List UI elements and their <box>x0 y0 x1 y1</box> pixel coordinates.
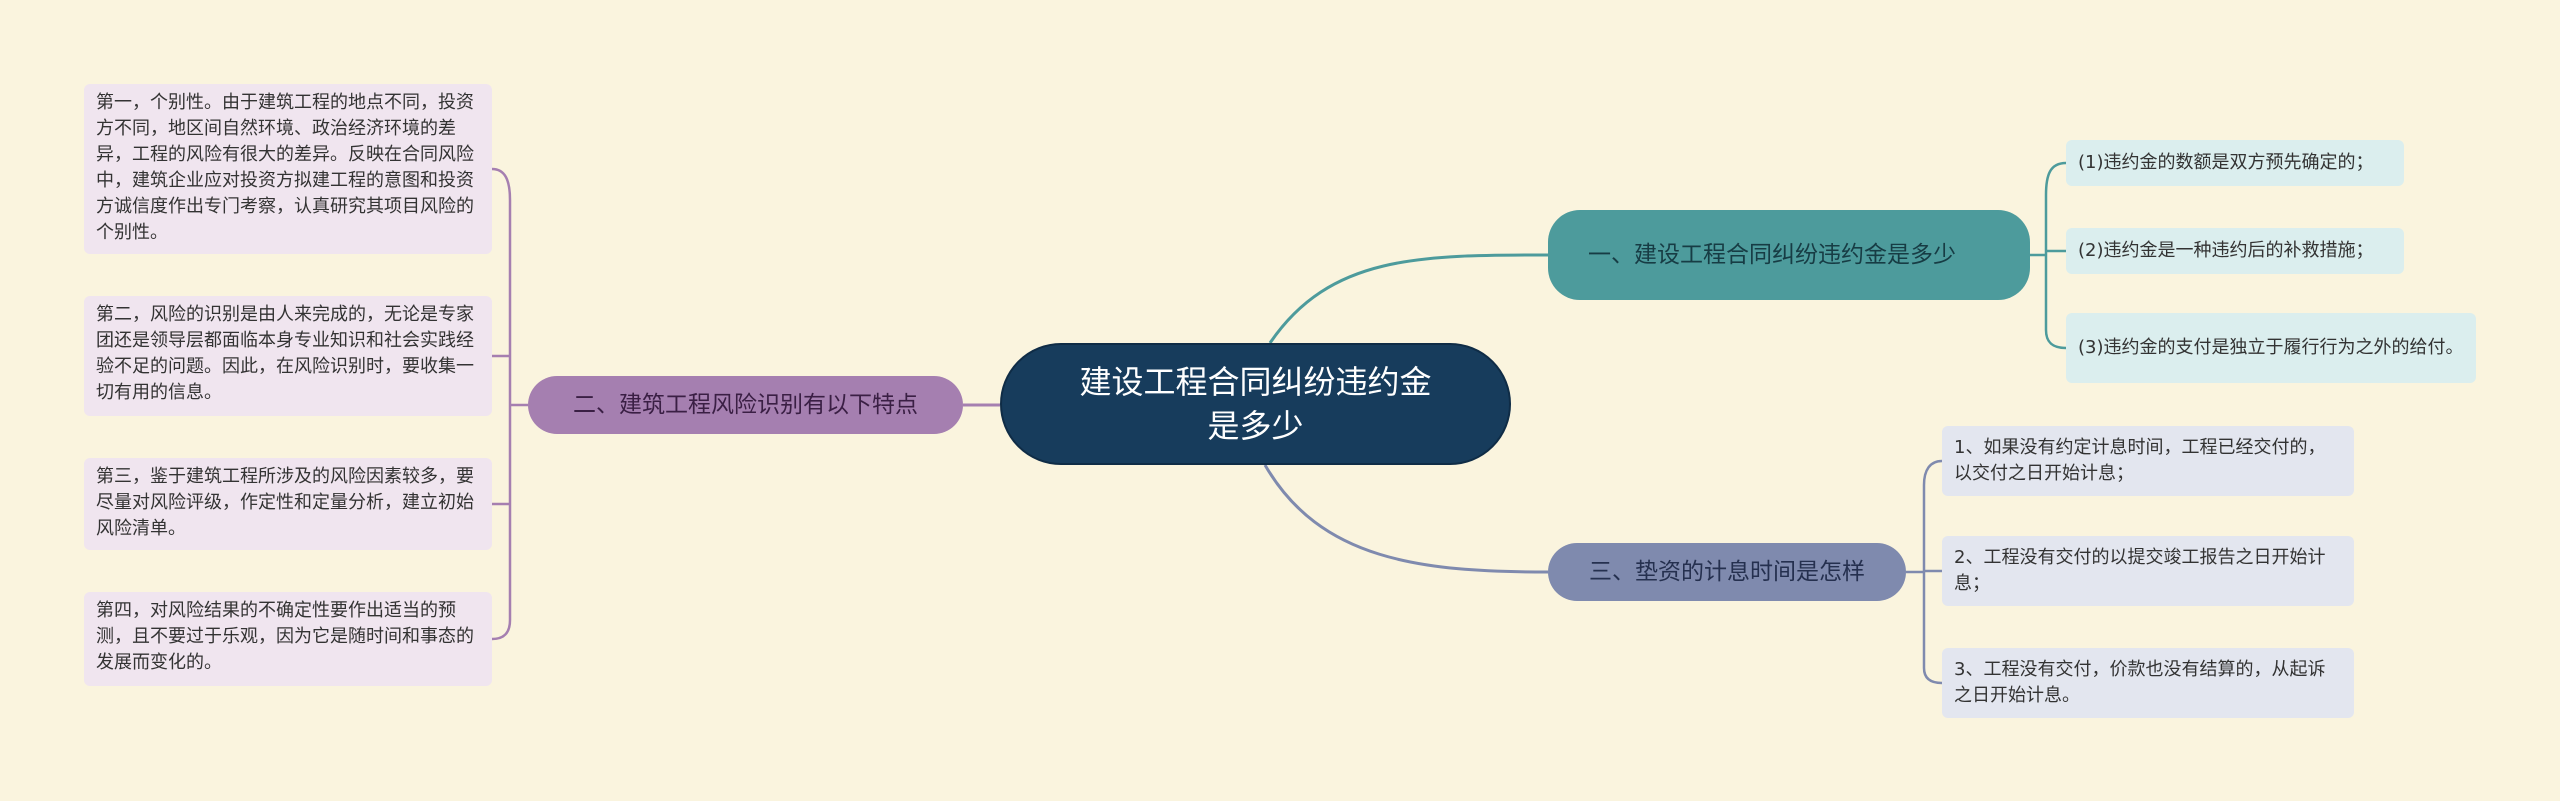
subtopic-text: (3)违约金的支付是独立于履行行为之外的给付。 <box>2078 337 2464 358</box>
root-topic-label: 建设工程合同纠纷违约金是多少 <box>1079 363 1432 445</box>
subtopic-card[interactable]: 第四，对风险结果的不确定性要作出适当的预测，且不要过于乐观，因为它是随时间和事态… <box>84 592 492 686</box>
subtopic-card[interactable]: 1、如果没有约定计息时间，工程已经交付的，以交付之日开始计息； <box>1942 426 2354 496</box>
connector-branch1-children <box>2030 161 2067 350</box>
subtopic-card[interactable]: (1)违约金的数额是双方预先确定的； <box>2066 140 2404 186</box>
subtopic-card[interactable]: 第一，个别性。由于建筑工程的地点不同，投资方不同，地区间自然环境、政治经济环境的… <box>84 84 492 254</box>
subtopic-text: 1、如果没有约定计息时间，工程已经交付的，以交付之日开始计息； <box>1954 437 2326 484</box>
connector-branch2-children <box>491 167 528 641</box>
branch-topic-interest-timing[interactable]: 三、垫资的计息时间是怎样 <box>1548 543 1906 601</box>
branch-topic-liquidated-damages[interactable]: 一、建设工程合同纠纷违约金是多少 <box>1548 210 2030 300</box>
subtopic-text: (2)违约金是一种违约后的补救措施； <box>2078 240 2374 261</box>
connector-branch3-children <box>1906 459 1943 685</box>
branch-topic-label: 二、建筑工程风险识别有以下特点 <box>573 392 918 418</box>
subtopic-card[interactable]: 3、工程没有交付，价款也没有结算的，从起诉之日开始计息。 <box>1942 648 2354 718</box>
subtopic-card[interactable]: 第三，鉴于建筑工程所涉及的风险因素较多，要尽量对风险评级，作定性和定量分析，建立… <box>84 458 492 550</box>
subtopic-text: 第一，个别性。由于建筑工程的地点不同，投资方不同，地区间自然环境、政治经济环境的… <box>96 92 474 243</box>
subtopic-text: 3、工程没有交付，价款也没有结算的，从起诉之日开始计息。 <box>1954 659 2326 706</box>
subtopic-text: 第三，鉴于建筑工程所涉及的风险因素较多，要尽量对风险评级，作定性和定量分析，建立… <box>96 466 474 539</box>
connector-root-branch3 <box>1263 464 1549 574</box>
subtopic-text: 2、工程没有交付的以提交竣工报告之日开始计息； <box>1954 547 2326 594</box>
subtopic-text: 第二，风险的识别是由人来完成的，无论是专家团还是领导层都面临本身专业知识和社会实… <box>96 304 474 403</box>
subtopic-text: 第四，对风险结果的不确定性要作出适当的预测，且不要过于乐观，因为它是随时间和事态… <box>96 600 474 673</box>
connector-root-branch1 <box>1268 253 1549 344</box>
subtopic-card[interactable]: (2)违约金是一种违约后的补救措施； <box>2066 228 2404 274</box>
subtopic-card[interactable]: 2、工程没有交付的以提交竣工报告之日开始计息； <box>1942 536 2354 606</box>
subtopic-text: (1)违约金的数额是双方预先确定的； <box>2078 152 2374 173</box>
branch-topic-label: 三、垫资的计息时间是怎样 <box>1589 559 1865 585</box>
root-topic[interactable]: 建设工程合同纠纷违约金是多少 <box>1000 343 1511 465</box>
branch-topic-label: 一、建设工程合同纠纷违约金是多少 <box>1588 242 1956 268</box>
branch-topic-risk-identification[interactable]: 二、建筑工程风险识别有以下特点 <box>528 376 963 434</box>
subtopic-card[interactable]: (3)违约金的支付是独立于履行行为之外的给付。 <box>2066 313 2476 383</box>
subtopic-card[interactable]: 第二，风险的识别是由人来完成的，无论是专家团还是领导层都面临本身专业知识和社会实… <box>84 296 492 416</box>
